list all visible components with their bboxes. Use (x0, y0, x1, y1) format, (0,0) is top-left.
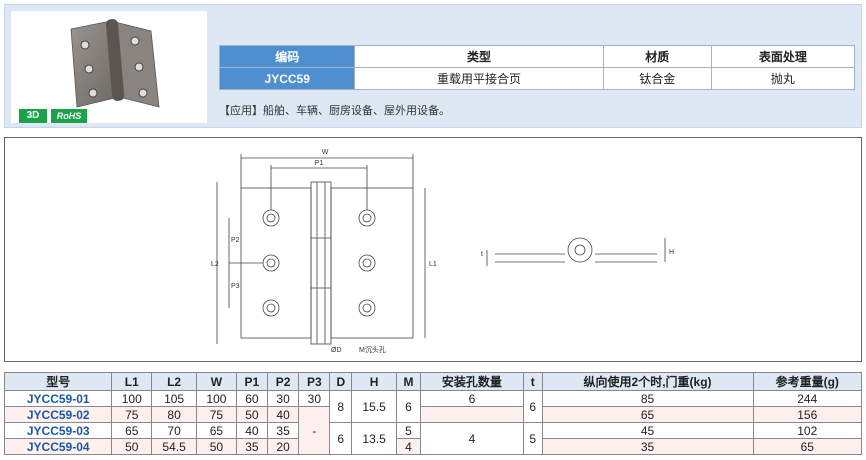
cell-m: 5 (396, 422, 421, 439)
model-cell[interactable]: JYCC59-04 (3, 438, 113, 455)
model-cell[interactable]: JYCC59-03 (3, 422, 113, 439)
cell-m: 4 (396, 438, 421, 455)
dim-l1-label: L1 (429, 261, 437, 268)
cell-p3: 30 (298, 390, 331, 407)
col-l1: L1 (111, 372, 153, 391)
col-w: W (196, 372, 237, 391)
product-photo: 3D RoHS (11, 11, 207, 123)
cell-h: 15.5 (351, 390, 398, 423)
cell-door-weight: 85 (541, 390, 754, 407)
dim-w-label: W (322, 149, 329, 156)
cell-h: 13.5 (351, 422, 398, 455)
spec-header-type: 类型 (354, 45, 604, 68)
spec-header-code: 编码 (218, 45, 356, 68)
cell-m: 6 (396, 390, 421, 423)
cell-l2: 80 (151, 406, 198, 423)
dim-l2-label: L2 (211, 261, 219, 268)
cell-l1: 65 (111, 422, 153, 439)
col-p3: P3 (298, 372, 331, 391)
badge-rohs: RoHS (51, 109, 87, 123)
cell-holes: 4 (419, 422, 525, 455)
table-row: JYCC59-02 75 80 75 50 40 - 65 156 (3, 406, 863, 455)
spec-header-finish: 表面处理 (710, 45, 856, 68)
col-holes: 安装孔数量 (419, 372, 525, 391)
col-m: M (396, 372, 421, 391)
spec-finish: 抛丸 (710, 67, 856, 90)
badge-3d: 3D (19, 109, 47, 123)
cell-l1: 100 (111, 390, 153, 407)
dim-m-label: M沉头孔 (359, 345, 386, 354)
cell-t: 5 (523, 422, 543, 455)
col-p2: P2 (266, 372, 300, 391)
dim-p2-label: P2 (231, 237, 240, 244)
cell-p1: 50 (235, 406, 269, 423)
hinge-photo-icon (70, 19, 160, 108)
dim-p3-label: P3 (231, 283, 240, 290)
col-l2: L2 (151, 372, 198, 391)
cell-p1: 60 (235, 390, 269, 407)
col-model: 型号 (3, 372, 113, 391)
cell-t: 6 (523, 390, 543, 423)
col-door-weight: 纵向使用2个时,门重(kg) (541, 372, 754, 391)
cell-p3: - (298, 406, 331, 455)
col-h: H (351, 372, 398, 391)
spec-table: 编码 类型 材质 表面处理 JYCC59 重载用平接合页 钛合金 抛丸 (218, 45, 856, 90)
model-cell[interactable]: JYCC59-01 (3, 390, 113, 407)
spec-code[interactable]: JYCC59 (218, 67, 356, 90)
product-info-panel: 3D RoHS 编码 类型 材质 表面处理 JYCC59 重载用平接合页 钛合金… (4, 4, 862, 128)
cell-door-weight: 65 (541, 406, 754, 423)
cell-p2: 40 (266, 406, 300, 423)
cell-w: 100 (196, 390, 237, 407)
technical-drawing: W P1 P2 P3 L2 L1 ØD M沉头孔 t H (4, 137, 862, 362)
cell-holes (419, 406, 525, 423)
dim-h-label: H (669, 249, 674, 256)
dim-p1-label: P1 (315, 160, 324, 167)
cell-l2: 70 (151, 422, 198, 439)
model-cell[interactable]: JYCC59-02 (3, 406, 113, 423)
cell-door-weight: 45 (541, 422, 754, 439)
cell-d: 8 (329, 390, 353, 423)
cell-w: 50 (196, 438, 237, 455)
cell-l2: 105 (151, 390, 198, 407)
cell-holes: 6 (419, 390, 525, 407)
spec-header-material: 材质 (602, 45, 712, 68)
table-row: JYCC59-01 100 105 100 60 30 30 8 15.5 6 … (3, 390, 863, 423)
col-d: D (329, 372, 353, 391)
col-t: t (523, 372, 543, 391)
col-p1: P1 (235, 372, 269, 391)
application-text: 【应用】船舶、车辆、厨房设备、屋外用设备。 (219, 105, 450, 117)
col-ref-weight: 参考重量(g) (752, 372, 863, 391)
cell-l1: 50 (111, 438, 153, 455)
cell-w: 65 (196, 422, 237, 439)
cell-w: 75 (196, 406, 237, 423)
dim-t-label: t (481, 251, 483, 258)
cell-p2: 35 (266, 422, 300, 439)
cell-ref-weight: 102 (752, 422, 863, 439)
cell-door-weight: 35 (541, 438, 754, 455)
cell-p2: 20 (266, 438, 300, 455)
cell-p1: 40 (235, 422, 269, 439)
cell-ref-weight: 65 (752, 438, 863, 455)
spec-material: 钛合金 (602, 67, 712, 90)
cell-ref-weight: 244 (752, 390, 863, 407)
table-row: JYCC59-03 65 70 65 40 35 6 13.5 5 4 5 45… (3, 422, 863, 455)
cell-p2: 30 (266, 390, 300, 407)
cell-l1: 75 (111, 406, 153, 423)
cell-p1: 35 (235, 438, 269, 455)
cell-l2: 54.5 (151, 438, 198, 455)
spec-type: 重载用平接合页 (354, 67, 604, 90)
table-row: JYCC59-04 50 54.5 50 35 20 4 35 65 (3, 438, 863, 455)
cell-ref-weight: 156 (752, 406, 863, 423)
size-table: 型号 L1 L2 W P1 P2 P3 D H M 安装孔数量 t 纵向使用2个… (3, 372, 863, 455)
hinge-drawing-icon: W P1 P2 P3 L2 L1 ØD M沉头孔 t H (211, 149, 674, 354)
dim-d-label: ØD (331, 347, 342, 354)
cell-d: 6 (329, 422, 353, 455)
